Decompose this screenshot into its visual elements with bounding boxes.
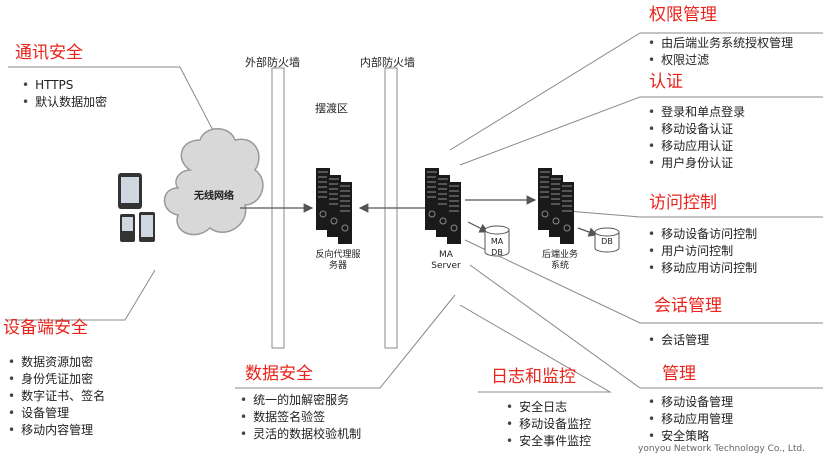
wireless-network-label: 无线网络 <box>194 191 234 202</box>
list-item: 数据签名验签 <box>240 409 361 426</box>
outer-firewall-label: 外部防火墙 <box>245 56 300 69</box>
comm-security-title: 通讯安全 <box>15 43 83 63</box>
list-item: 移动设备访问控制 <box>648 226 757 243</box>
list-item: 灵活的数据校验机制 <box>240 426 361 443</box>
list-item: 用户身份认证 <box>648 155 745 172</box>
list-item: 移动设备监控 <box>506 416 591 433</box>
data-security-title: 数据安全 <box>245 364 313 384</box>
inner-firewall-label: 内部防火墙 <box>360 56 415 69</box>
backend-system-label: 后端业务系统 <box>542 250 579 271</box>
session-list: 会话管理 <box>648 332 709 349</box>
list-item: 身份凭证加密 <box>8 371 105 388</box>
auth-list: 登录和单点登录 移动设备认证 移动应用认证 用户身份认证 <box>648 104 745 172</box>
permission-list: 由后端业务系统授权管理 权限过滤 <box>648 35 793 69</box>
list-item: 登录和单点登录 <box>648 104 745 121</box>
list-item: 会话管理 <box>648 332 709 349</box>
log-monitor-title: 日志和监控 <box>491 367 576 387</box>
db-label: DB <box>601 237 613 246</box>
reverse-proxy-label: 反向代理服务器 <box>315 250 361 271</box>
list-item: 移动设备认证 <box>648 121 745 138</box>
permission-title: 权限管理 <box>649 5 717 25</box>
list-item: 权限过滤 <box>648 52 793 69</box>
list-item: 移动应用访问控制 <box>648 260 757 277</box>
access-control-list: 移动设备访问控制 用户访问控制 移动应用访问控制 <box>648 226 757 277</box>
list-item: 由后端业务系统授权管理 <box>648 35 793 52</box>
db-icon <box>594 227 620 253</box>
log-monitor-list: 安全日志 移动设备监控 安全事件监控 <box>506 399 591 450</box>
dmz-label: 摆渡区 <box>315 102 348 115</box>
list-item: 数据资源加密 <box>8 354 105 371</box>
device-security-list: 数据资源加密 身份凭证加密 数字证书、签名 设备管理 移动内容管理 <box>8 354 105 439</box>
access-control-title: 访问控制 <box>649 193 717 213</box>
list-item: 安全事件监控 <box>506 433 591 450</box>
backend-server-icon <box>537 167 575 245</box>
comm-security-list: HTTPS 默认数据加密 <box>22 77 107 111</box>
flow-arrows <box>240 195 599 237</box>
phone-icon <box>120 214 135 242</box>
list-item: 移动内容管理 <box>8 422 105 439</box>
list-item: 统一的加解密服务 <box>240 392 361 409</box>
device-security-title: 设备端安全 <box>3 318 88 338</box>
list-item: 设备管理 <box>8 405 105 422</box>
list-item: 数字证书、签名 <box>8 388 105 405</box>
footer-company: yonyou Network Technology Co., Ltd. <box>638 444 805 454</box>
list-item: 安全日志 <box>506 399 591 416</box>
ma-server-label: MA Server <box>431 250 461 271</box>
list-item: 移动应用管理 <box>648 411 733 428</box>
reverse-proxy-server-icon <box>315 167 353 245</box>
auth-title: 认证 <box>649 72 683 92</box>
list-item: 安全策略 <box>648 428 733 445</box>
smartphone-icon <box>139 212 155 242</box>
data-security-list: 统一的加解密服务 数据签名验签 灵活的数据校验机制 <box>240 392 361 443</box>
list-item: 移动设备管理 <box>648 394 733 411</box>
tablet-icon <box>118 173 142 209</box>
ma-db-icon <box>484 225 510 257</box>
ma-server-icon <box>424 167 462 245</box>
list-item: 默认数据加密 <box>22 94 107 111</box>
session-title: 会话管理 <box>654 296 722 316</box>
management-list: 移动设备管理 移动应用管理 安全策略 <box>648 394 733 445</box>
management-title: 管理 <box>662 364 696 384</box>
ma-db-label: MA DB <box>490 237 504 257</box>
list-item: 用户访问控制 <box>648 243 757 260</box>
list-item: 移动应用认证 <box>648 138 745 155</box>
list-item: HTTPS <box>22 77 107 94</box>
wireless-cloud-icon <box>163 128 264 236</box>
